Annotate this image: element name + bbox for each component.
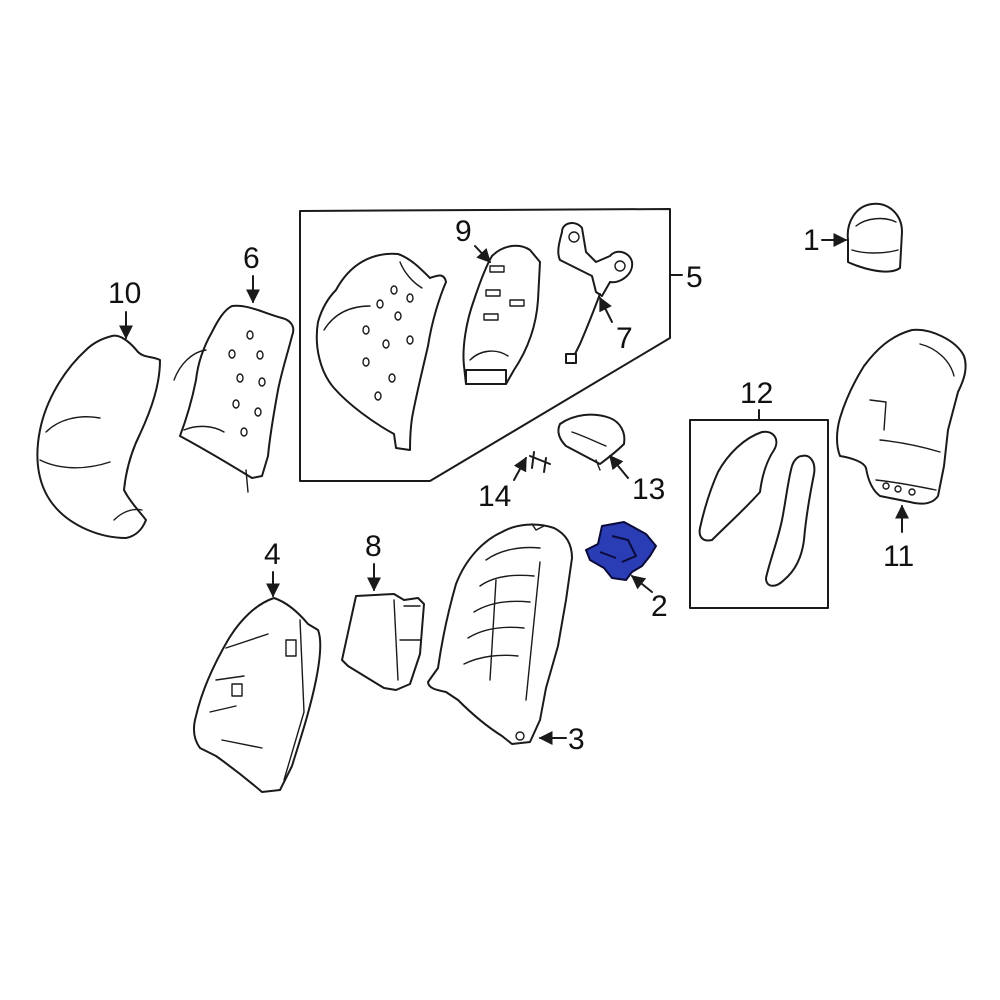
part-12-group-box	[689, 409, 829, 609]
callout-2: 2	[651, 590, 668, 623]
seat-back-pad[interactable]	[315, 252, 447, 451]
callout-8: 8	[365, 530, 382, 563]
part-6-pad[interactable]	[173, 304, 295, 493]
part-12-side-panels[interactable]	[698, 430, 816, 587]
callout-3: 3	[568, 723, 585, 756]
part-10-cover[interactable]	[36, 334, 161, 539]
callout-5: 5	[686, 261, 703, 294]
part-5-group-box	[299, 208, 683, 482]
part-7-cable[interactable]	[557, 222, 634, 364]
part-14-clip[interactable]	[529, 451, 551, 473]
callout-7: 7	[616, 322, 633, 355]
part-13-trim[interactable]	[557, 413, 626, 471]
leader-9	[474, 245, 491, 264]
leader-lines	[119, 233, 909, 745]
callout-10: 10	[108, 277, 141, 310]
callout-9: 9	[455, 215, 472, 248]
leader-2	[630, 575, 653, 593]
part-11-back-panel[interactable]	[836, 328, 967, 505]
callout-13: 13	[632, 473, 665, 506]
leader-13	[609, 454, 629, 479]
part-8-module[interactable]	[341, 593, 425, 691]
part-9-bracket[interactable]	[462, 244, 541, 385]
part-2-highlighted-bracket[interactable]	[585, 521, 657, 581]
leader-14	[513, 456, 527, 481]
part-4-shield[interactable]	[192, 597, 322, 793]
callout-14: 14	[478, 480, 511, 513]
callout-labels: 1 2 3 4 5 6 7 8 9 10 11 12 13 14	[108, 215, 914, 756]
leader-7	[599, 296, 613, 323]
callout-11: 11	[883, 540, 914, 573]
part-3-frame[interactable]	[427, 523, 573, 745]
callout-1: 1	[803, 224, 820, 257]
callout-4: 4	[264, 538, 281, 571]
callout-6: 6	[243, 242, 260, 275]
callout-12: 12	[740, 377, 773, 410]
part-1-headrest[interactable]	[846, 202, 903, 273]
